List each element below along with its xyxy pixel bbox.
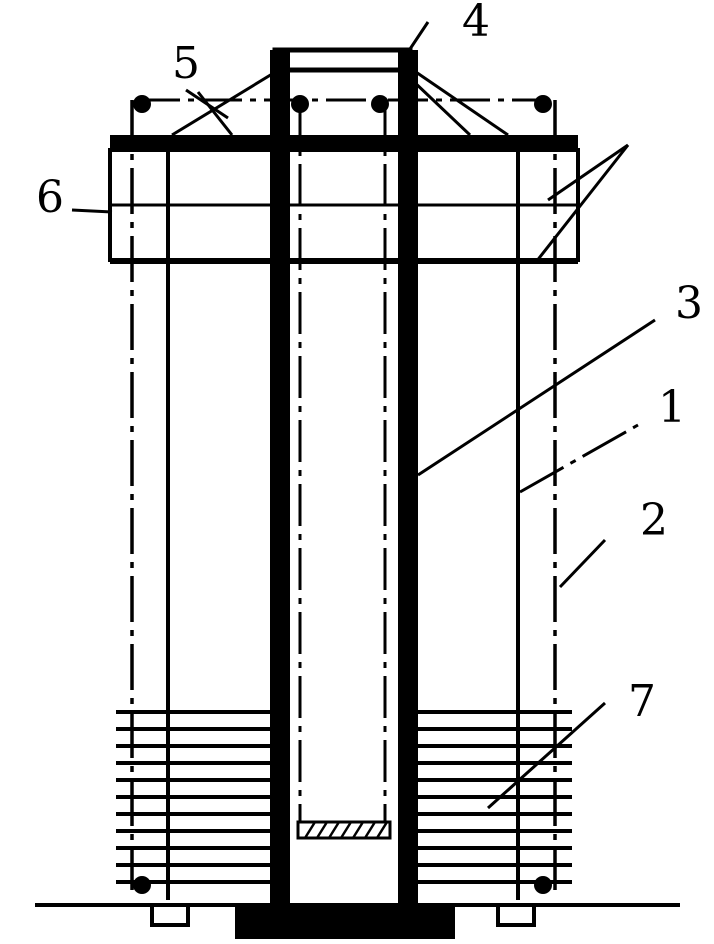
left-fin-stack xyxy=(116,710,272,884)
leader-2 xyxy=(558,538,607,589)
tie-left-cross xyxy=(196,91,234,136)
label-2: 2 xyxy=(640,495,668,546)
label-6: 6 xyxy=(36,172,64,223)
column-cap xyxy=(272,47,413,73)
pivot-top-inner-right xyxy=(371,95,389,113)
tie-right xyxy=(409,66,509,137)
leader-upper-a xyxy=(547,143,629,202)
label-7: 7 xyxy=(628,676,656,727)
leader-1 xyxy=(519,423,639,494)
tie-left xyxy=(171,66,283,137)
pivot-top-right xyxy=(534,95,552,113)
label-1: 1 xyxy=(658,382,686,433)
leader-3 xyxy=(417,318,656,477)
label-3: 3 xyxy=(675,278,703,329)
leader-4 xyxy=(406,21,430,53)
pivot-bottom-left xyxy=(133,876,151,894)
pivot-top-inner-left xyxy=(291,95,309,113)
leader-7 xyxy=(486,701,607,810)
base-block xyxy=(235,905,455,939)
pivot-top-left xyxy=(133,95,151,113)
leader-6 xyxy=(71,208,113,214)
label-4: 4 xyxy=(462,0,490,47)
leader-upper-b xyxy=(534,144,630,263)
pivot-bottom-right xyxy=(534,876,552,894)
left-foot xyxy=(150,903,190,927)
leader-5 xyxy=(185,88,229,120)
right-foot xyxy=(496,903,536,927)
central-column-left-wall xyxy=(270,50,290,905)
hatch-lines xyxy=(303,821,389,839)
hatched-bar xyxy=(296,820,392,840)
tie-right-cross xyxy=(410,78,472,137)
right-fin-stack xyxy=(416,710,572,884)
label-5: 5 xyxy=(172,38,200,89)
central-column-right-wall xyxy=(398,50,418,905)
